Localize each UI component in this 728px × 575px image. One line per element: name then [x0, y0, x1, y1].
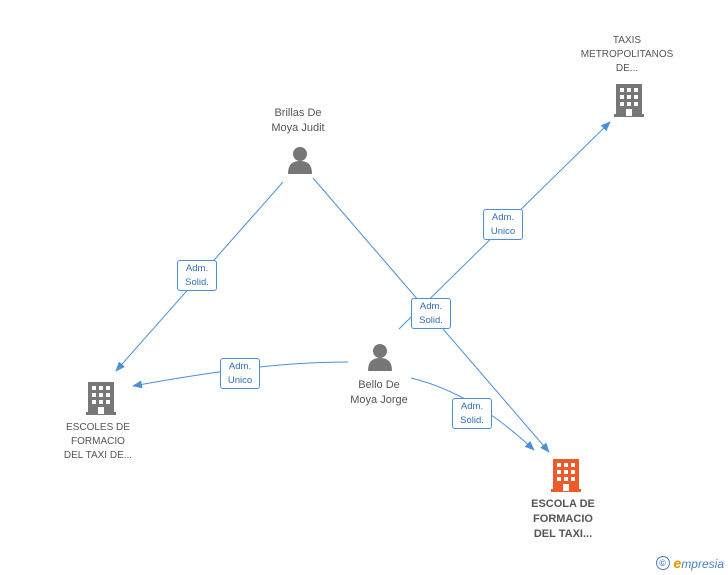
node-label-line: Brillas De: [274, 107, 322, 119]
node-label-line: Moya Judit: [271, 122, 325, 134]
node-label-brillas[interactable]: Brillas De Moya Judit: [248, 106, 348, 136]
edge-label-line: Adm.: [491, 212, 515, 223]
node-label-line: FORMACIO: [533, 513, 593, 525]
edge-label-line: Adm.: [460, 401, 484, 412]
edge-label-brillas-escoles: Adm. Solid.: [177, 260, 217, 291]
node-label-line: METROPOLITANOS: [580, 49, 674, 60]
edge-label-line: Adm.: [228, 361, 252, 372]
node-label-line: DE...: [615, 63, 639, 74]
node-label-line: DEL TAXI...: [533, 528, 593, 540]
node-label-line: Bello De: [358, 379, 400, 391]
edge-label-brillas-escola: Adm. Solid.: [411, 298, 451, 329]
building-icon[interactable]: [614, 84, 644, 117]
edge-label-line: Adm.: [185, 263, 209, 274]
node-label-escola[interactable]: ESCOLA DE FORMACIO DEL TAXI...: [513, 497, 613, 542]
edge-label-line: Solid.: [185, 277, 209, 288]
edge-label-line: Solid.: [419, 315, 443, 326]
edge-label-bello-escoles: Adm. Unico: [220, 358, 260, 389]
node-label-line: TAXIS: [612, 35, 642, 46]
edge-label-bello-escola: Adm. Solid.: [452, 398, 492, 429]
building-icon[interactable]: [86, 382, 116, 415]
person-icon[interactable]: [288, 147, 312, 174]
node-label-taxis[interactable]: TAXIS METROPOLITANOS DE...: [567, 34, 687, 76]
edge-label-bello-taxis: Adm. Unico: [483, 209, 523, 240]
node-label-bello[interactable]: Bello De Moya Jorge: [329, 378, 429, 408]
node-label-line: ESCOLA DE: [531, 498, 595, 510]
node-label-line: ESCOLES DE: [66, 422, 130, 433]
edge-label-line: Adm.: [419, 301, 443, 312]
brand-rest: mpresia: [681, 557, 724, 571]
edge-label-line: Unico: [490, 226, 516, 237]
person-icon[interactable]: [368, 344, 392, 371]
node-label-escoles[interactable]: ESCOLES DE FORMACIO DEL TAXI DE...: [48, 421, 148, 463]
node-label-line: Moya Jorge: [350, 394, 408, 406]
building-icon[interactable]: [551, 459, 581, 492]
edge-label-line: Unico: [227, 375, 253, 386]
node-label-line: FORMACIO: [71, 436, 125, 447]
brand-initial: e: [673, 555, 682, 571]
brand-logo[interactable]: empresia: [674, 555, 724, 571]
copyright-icon: ©: [655, 556, 670, 570]
footer-brand: © empresia: [655, 555, 724, 571]
edge-label-line: Solid.: [460, 415, 484, 426]
node-label-line: DEL TAXI DE...: [63, 450, 133, 461]
